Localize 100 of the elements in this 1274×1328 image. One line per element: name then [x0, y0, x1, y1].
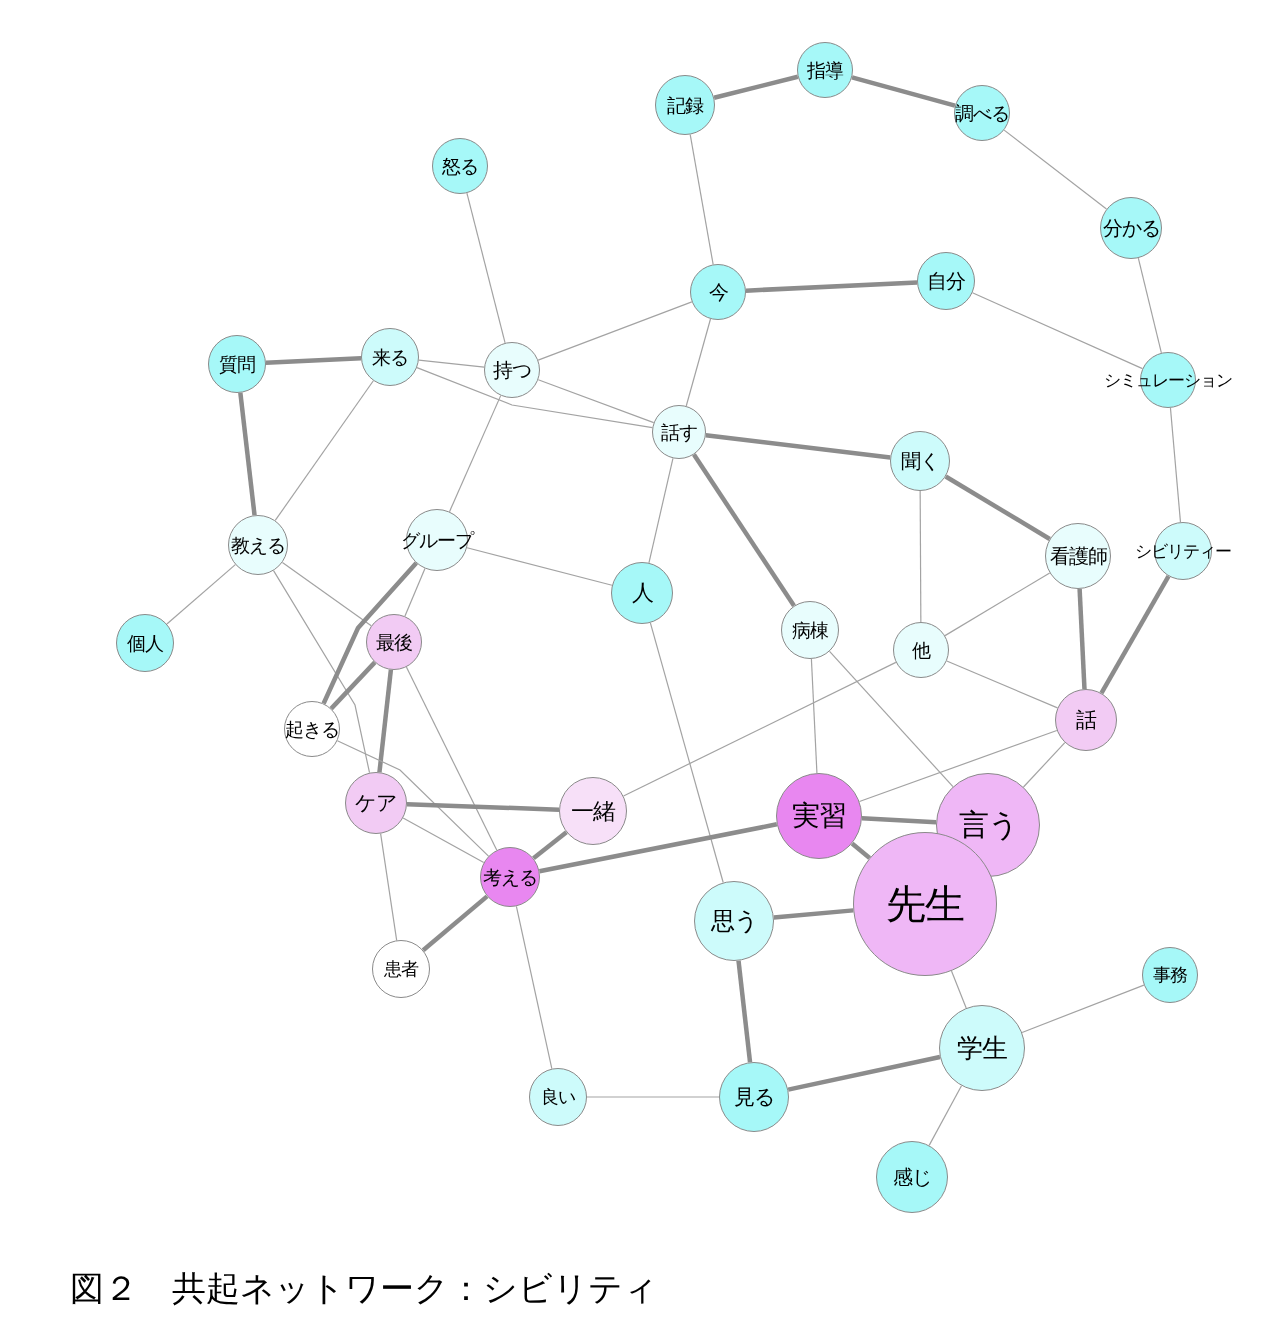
connector-line [265, 356, 362, 365]
word-node-circle [228, 515, 288, 575]
word-label: 話す [661, 422, 697, 442]
word-label: 調べる [955, 103, 1009, 123]
word-label: 病棟 [792, 620, 828, 640]
connector-line [689, 133, 714, 266]
connector-line [404, 567, 426, 617]
connector-line [281, 561, 372, 627]
word-label: 指導 [807, 60, 843, 80]
connector-line [537, 301, 693, 361]
connector-line [532, 830, 568, 861]
word-node-circle [480, 847, 540, 907]
connector-line [787, 1054, 941, 1092]
word-label: 言う [958, 810, 1018, 840]
connector-line [321, 561, 418, 705]
connector-line [421, 894, 489, 952]
connector-line [406, 801, 560, 812]
word-label: シビリティー [1135, 542, 1231, 560]
word-node-circle [432, 138, 488, 194]
word-node-circle [893, 622, 949, 678]
connector-line [858, 729, 1058, 803]
connector-line [1022, 742, 1066, 788]
word-label: 聞く [901, 451, 939, 471]
connector-line [946, 660, 1059, 709]
connector-line [1169, 407, 1182, 523]
word-label: 教える [231, 535, 285, 555]
word-label: 感じ [893, 1167, 931, 1187]
word-label: 人 [631, 582, 653, 604]
word-node-circle [655, 75, 715, 135]
word-label: 事務 [1153, 966, 1187, 984]
word-node-circle [284, 701, 340, 757]
word-label: 実習 [792, 802, 846, 830]
connector-line [648, 457, 674, 564]
connector-line [336, 740, 490, 857]
connector-line [238, 392, 257, 516]
word-label: 先生 [886, 884, 964, 924]
word-label: 話 [1076, 709, 1096, 731]
word-node-circle [1055, 689, 1117, 751]
connector-line [418, 359, 485, 368]
connector-line [622, 661, 897, 797]
connector-line [1099, 575, 1171, 695]
connector-line [274, 380, 374, 522]
word-label: 一緒 [571, 799, 615, 823]
connector-line [850, 841, 872, 860]
word-label: 質問 [219, 354, 255, 374]
word-node-circle [954, 85, 1010, 141]
connector-line [537, 379, 655, 424]
word-label: 記録 [667, 95, 703, 115]
connector-line [828, 650, 954, 788]
connector-line [971, 292, 1144, 370]
word-label: 良い [541, 1088, 575, 1106]
connector-line [380, 833, 398, 941]
connector-line [928, 1085, 963, 1146]
word-label: 看護師 [1049, 546, 1107, 566]
connector-line [919, 490, 922, 623]
connector-line [377, 669, 394, 773]
connector-line [950, 970, 967, 1009]
word-label: 来る [372, 347, 408, 367]
connector-line [405, 666, 498, 851]
word-label: 学生 [957, 1035, 1007, 1061]
connector-line [448, 395, 502, 513]
word-label: 個人 [127, 633, 163, 653]
connector-line [272, 570, 371, 774]
word-node-circle [366, 614, 422, 670]
connector-line [466, 192, 506, 344]
connector-line [1021, 984, 1145, 1034]
word-label: 最後 [376, 632, 412, 652]
connector-line [713, 74, 799, 100]
word-label: 考える [483, 867, 537, 887]
word-label: 他 [912, 640, 930, 660]
figure-caption: 図２ 共起ネットワーク：シビリティ [70, 1267, 658, 1310]
connector-line [861, 816, 937, 825]
word-node-circle [781, 601, 839, 659]
connector-line [1003, 129, 1108, 210]
connector-line [329, 660, 377, 711]
word-node-circle [890, 431, 950, 491]
connector-line [705, 433, 891, 460]
word-label: 患者 [384, 960, 418, 978]
word-label: 思う [710, 909, 758, 933]
connector-line [1137, 257, 1162, 354]
connector-line [810, 658, 818, 774]
connector-line [745, 280, 918, 293]
word-label: 怒る [442, 156, 478, 176]
connector-line [685, 318, 712, 407]
word-node-circle [652, 405, 706, 459]
connector-line [736, 960, 753, 1063]
connector-line [649, 622, 724, 884]
word-node-circle [484, 342, 540, 398]
connector-line [944, 572, 1051, 637]
connector-line [773, 908, 854, 920]
word-node-circle [797, 42, 853, 98]
word-label: グループ [401, 530, 473, 550]
connector-line [944, 474, 1051, 541]
word-label: 分かる [1102, 218, 1160, 238]
word-node-circle [690, 264, 746, 320]
word-label: 自分 [927, 271, 965, 291]
connector-line [466, 547, 613, 586]
word-label: 見る [733, 1086, 775, 1108]
connector-line [402, 817, 485, 864]
connector-line [586, 1096, 720, 1098]
